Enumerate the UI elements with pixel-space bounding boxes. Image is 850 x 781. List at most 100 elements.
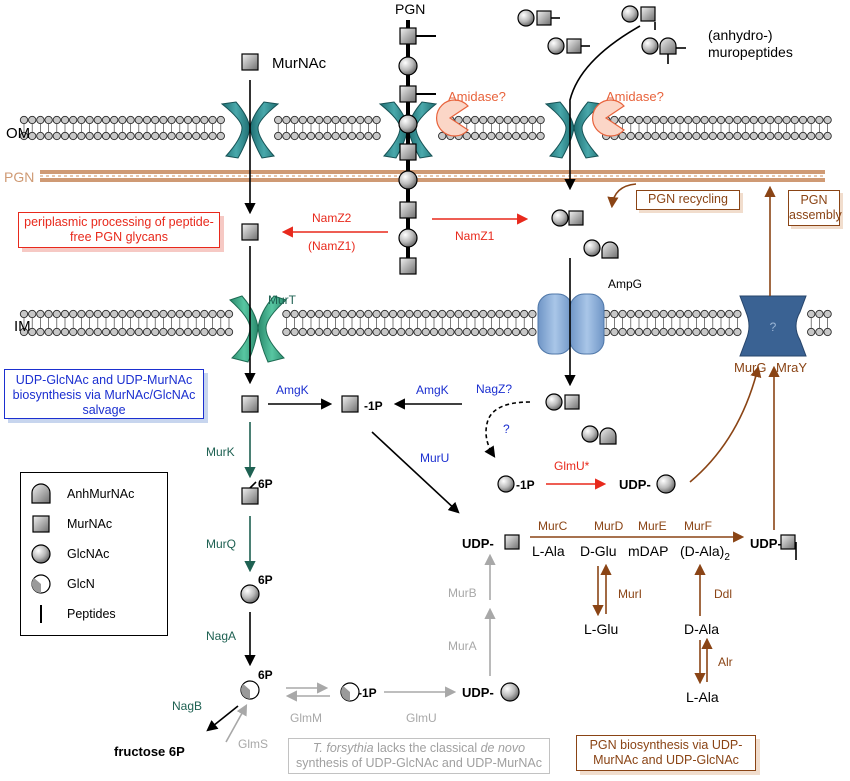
legend-anhmurnac: AnhMurNAc (21, 481, 134, 507)
lipid-head (306, 115, 316, 125)
legend-glcnac-label: GlcNAc (67, 547, 110, 561)
lipid-head (479, 131, 488, 141)
lipid-head (651, 309, 660, 319)
anhmurnac-icon (601, 241, 619, 259)
lipid-head (282, 309, 291, 319)
nagz-label: NagZ? (476, 382, 512, 396)
glmu-label: GlmU (406, 711, 437, 725)
lipid-head (118, 131, 127, 141)
murg-mray-question: ? (770, 320, 777, 334)
lipid-head (487, 115, 496, 125)
lipid-head (643, 131, 652, 141)
lipid-head (733, 309, 742, 319)
lipid-head (159, 115, 168, 125)
lipid-head (716, 327, 726, 337)
lipid-head (626, 327, 635, 337)
lipid-head (438, 131, 447, 141)
murnac-1p-label: -1P (364, 399, 383, 413)
lipid-head (749, 115, 758, 125)
udp-salvage-text: UDP-GlcNAc and UDP-MurNAc biosynthesis v… (12, 373, 196, 417)
lipid-head (192, 115, 201, 125)
lipid-head (356, 309, 365, 319)
lipid-head (134, 115, 143, 125)
lipid-head (274, 115, 283, 125)
lipid-head (790, 131, 799, 141)
murnac-icon (241, 53, 259, 71)
om-porin-right (544, 101, 604, 159)
lipid-head (69, 131, 78, 141)
lipid-head (684, 309, 693, 319)
amgk-right-label: AmgK (416, 383, 449, 397)
lipid-head (36, 309, 45, 319)
ddl-label: Ddl (714, 587, 732, 601)
lipid-head (323, 309, 332, 319)
lipid-head (413, 309, 422, 319)
lipid-head (659, 131, 668, 141)
murg-mray-complex (739, 295, 807, 357)
murt-label: MurT (268, 293, 297, 307)
lipid-head (725, 309, 734, 319)
lipid-head (626, 115, 635, 125)
udp-glcnac-label: UDP- (619, 477, 651, 492)
lipid-head (675, 327, 685, 337)
lipid-head (167, 115, 176, 125)
lipid-head (126, 131, 135, 141)
lipid-head (339, 131, 348, 141)
lipid-head (725, 327, 734, 337)
lipid-head (331, 115, 340, 125)
mure-label: MurE (638, 519, 667, 533)
lipid-head (511, 327, 521, 337)
namz1-label: NamZ1 (455, 229, 495, 243)
pgn-biosynthesis-text: PGN biosynthesis via UDP-MurNAc and UDP-… (589, 738, 743, 767)
murd-label: MurD (594, 519, 624, 533)
periplasmic-processing-text: periplasmic processing of peptide-free P… (24, 215, 214, 244)
glcnac-icon (497, 475, 515, 493)
lipid-head (618, 309, 627, 319)
lipid-head (634, 309, 644, 319)
lipid-head (823, 309, 832, 319)
lipid-head (716, 131, 726, 141)
murk-label: MurK (206, 445, 235, 459)
legend-anhmurnac-label: AnhMurNAc (67, 487, 135, 501)
lipid-head (69, 309, 78, 319)
lipid-head (356, 131, 365, 141)
lipid-head (44, 115, 53, 125)
lipid-head (684, 115, 693, 125)
arrow-glms (225, 704, 248, 743)
lipid-head (749, 131, 758, 141)
lipid-head (339, 309, 348, 319)
lipid-head (274, 131, 283, 141)
lipid-head (741, 115, 750, 125)
glcnac-icon (551, 209, 569, 227)
fructose-6p-label: fructose 6P (114, 744, 185, 759)
lipid-head (315, 309, 324, 319)
pgn-layer-label: PGN (4, 169, 34, 185)
murnac-icon (241, 223, 259, 241)
pgn-murnac-icon (399, 27, 417, 45)
arrow-muru (371, 431, 460, 514)
arrow-nagb (206, 705, 239, 732)
murnac-icon (504, 534, 520, 550)
murc-label: MurC (538, 519, 568, 533)
lipid-head (36, 131, 45, 141)
pgn-assembly-box: PGN assembly (788, 190, 842, 226)
lipid-head (52, 115, 61, 125)
im-label: IM (14, 318, 31, 335)
lipid-head (167, 309, 176, 319)
lipid-head (282, 131, 291, 141)
glcnac-icon (656, 474, 676, 494)
lipid-head (716, 309, 726, 319)
lipid-head (733, 131, 742, 141)
periplasmic-processing-box: periplasmic processing of peptide-free P… (18, 212, 220, 248)
lipid-head (651, 131, 660, 141)
glmm-label: GlmM (290, 711, 322, 725)
lipid-head (216, 131, 225, 141)
lipid-head (520, 327, 529, 337)
pgn-recycling-text: PGN recycling (648, 192, 728, 206)
pgn-murnac-icon (399, 257, 417, 275)
lipid-head (700, 327, 709, 337)
amidase-left-icon (436, 99, 469, 137)
lipid-head (675, 131, 685, 141)
lipid-head (528, 327, 537, 337)
mdap-label: mDAP (628, 543, 668, 559)
